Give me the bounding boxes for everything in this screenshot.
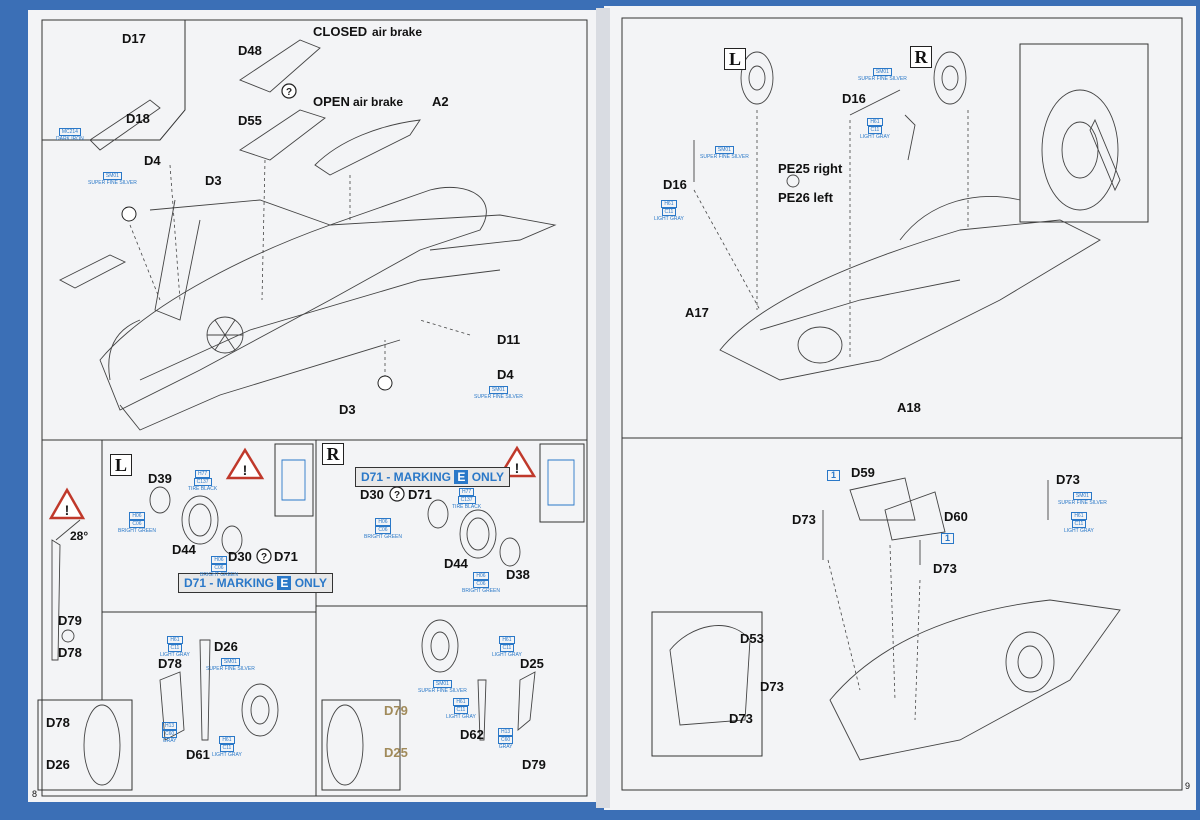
part-d30-l: D30 [228, 549, 252, 564]
side-l-badge-right-page: L [724, 48, 746, 70]
side-l-badge: L [110, 454, 132, 476]
part-d59: D59 [851, 465, 875, 480]
part-d38: D38 [506, 567, 530, 582]
part-d78-strut: D78 [158, 656, 182, 671]
svg-text:!: ! [65, 502, 70, 518]
svg-text:!: ! [515, 460, 520, 476]
part-d17: D17 [122, 31, 146, 46]
part-d79-strut: D79 [522, 757, 546, 772]
part-d79-left: D79 [58, 613, 82, 628]
part-a18: A18 [897, 400, 921, 415]
svg-text:?: ? [286, 87, 292, 98]
part-d73-e: D73 [729, 711, 753, 726]
marking-e-only-note-r: D71 - MARKING E ONLY [355, 467, 510, 487]
svg-text:!: ! [243, 462, 248, 478]
inset-part-d79: D79 [384, 703, 408, 718]
pe26-left-label: PE26 left [778, 190, 833, 205]
part-d53: D53 [740, 631, 764, 646]
part-d25: D25 [520, 656, 544, 671]
part-d4-bottom: D4 [497, 367, 514, 382]
part-a2: A2 [432, 94, 449, 109]
part-d4-top: D4 [144, 153, 161, 168]
part-d61: D61 [186, 747, 210, 762]
part-d3-bottom: D3 [339, 402, 356, 417]
part-d60: D60 [944, 509, 968, 524]
part-d39: D39 [148, 471, 172, 486]
step-ref-1-b: 1 [941, 533, 955, 544]
svg-text:?: ? [261, 552, 267, 563]
pe25-right-label: PE25 right [778, 161, 843, 176]
part-d44-r: D44 [444, 556, 468, 571]
step-ref-1-a: 1 [827, 470, 841, 481]
closed-air-brake-suffix: air brake [372, 25, 423, 39]
svg-text:?: ? [394, 490, 400, 501]
part-d71-r: D71 [408, 487, 432, 502]
part-d48: D48 [238, 43, 262, 58]
open-air-brake-title: OPEN [313, 94, 350, 109]
inset-part-d78: D78 [46, 715, 70, 730]
marking-e-only-note-l: D71 - MARKING E ONLY [178, 573, 333, 593]
page-number-right: 9 [1185, 781, 1191, 791]
left-page [28, 10, 606, 802]
part-d73-c: D73 [1056, 472, 1080, 487]
angle-label: 28° [70, 529, 89, 543]
side-r-badge-left-page: R [322, 443, 344, 465]
part-d30-r: D30 [360, 487, 384, 502]
part-a17: A17 [685, 305, 709, 320]
part-d16-left: D16 [663, 177, 687, 192]
side-r-badge-right-page: R [910, 46, 932, 68]
page-number-left: 8 [32, 789, 38, 799]
closed-air-brake-title: CLOSED [313, 24, 368, 39]
inset-part-d25: D25 [384, 745, 408, 760]
part-d71-l: D71 [274, 549, 298, 564]
part-d3-top: D3 [205, 173, 222, 188]
part-d55: D55 [238, 113, 262, 128]
part-d11: D11 [497, 332, 521, 347]
part-d18: D18 [126, 111, 150, 126]
part-d16-top: D16 [842, 91, 866, 106]
part-d78-left: D78 [58, 645, 82, 660]
inset-part-d26: D26 [46, 757, 70, 772]
part-d73-b: D73 [933, 561, 957, 576]
part-d44-l: D44 [172, 542, 196, 557]
part-d62: D62 [460, 727, 484, 742]
part-d26: D26 [214, 639, 238, 654]
part-d73-a: D73 [792, 512, 816, 527]
part-d73-d: D73 [760, 679, 784, 694]
open-air-brake-suffix: air brake [353, 95, 404, 109]
